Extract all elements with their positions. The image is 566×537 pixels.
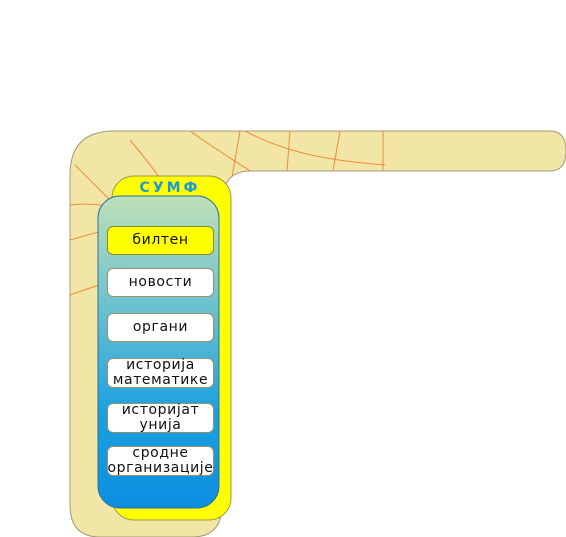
menu-item-novosti[interactable]: новости [107,268,214,297]
menu-item-organi[interactable]: органи [107,313,214,342]
menu-item-label: новости [128,274,193,290]
menu-item-label: билтен [132,232,189,248]
menu-item-istorija-matematike[interactable]: историја математике [107,358,214,388]
menu-item-label-line2: математике [112,372,209,388]
menu-item-bilten[interactable]: билтен [107,226,214,255]
menu-item-istorijat-unija[interactable]: историјат унија [107,403,214,433]
menu-item-label: органи [132,319,189,335]
menu-item-srodne-organizacije[interactable]: сродне организације [107,446,214,476]
menu-item-label-line2: организације [107,460,214,476]
menu-item-label-line1: историјат [121,402,200,418]
menu-item-label-line2: унија [139,417,182,433]
brand-title: СУМФ [139,180,201,196]
menu-item-label-line1: историја [126,357,195,373]
menu-item-label-line1: сродне [132,445,189,461]
